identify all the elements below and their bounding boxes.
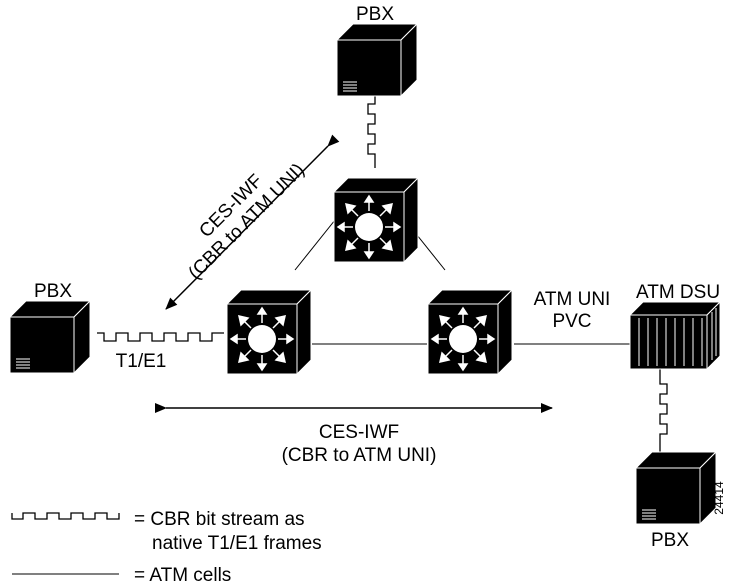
legend-cbr-line1: = CBR bit stream as bbox=[134, 509, 305, 530]
ces-diagonal-label: CES-IWF (CBR to ATM UNI) bbox=[185, 160, 309, 284]
legend-atm-cells: = ATM cells bbox=[134, 565, 231, 586]
ces-horiz-line1: CES-IWF bbox=[319, 422, 399, 443]
link-top-left bbox=[294, 219, 336, 271]
pbx-bottom-label: PBX bbox=[651, 530, 689, 551]
atm-switch-top bbox=[333, 177, 419, 263]
atm-dsu-device bbox=[628, 300, 722, 371]
ces-diagonal-arrow bbox=[165, 134, 340, 310]
ces-horiz-line2: (CBR to ATM UNI) bbox=[282, 445, 437, 466]
pbx-top-device bbox=[336, 23, 418, 97]
pbx-left-device bbox=[9, 300, 91, 374]
atm-switch-right bbox=[427, 289, 513, 375]
pbx-bottom-device bbox=[635, 451, 717, 525]
pbx-left-label: PBX bbox=[34, 281, 72, 302]
figure-id: 24414 bbox=[712, 481, 726, 515]
legend-cbr-line2: native T1/E1 frames bbox=[152, 533, 322, 554]
atm-dsu-label: ATM DSU bbox=[636, 282, 720, 303]
pvc-label: PVC bbox=[552, 311, 591, 332]
atm-switch-left bbox=[226, 289, 312, 375]
cbr-link-left bbox=[97, 332, 224, 342]
atm-uni-label: ATM UNI bbox=[534, 289, 611, 310]
t1e1-label: T1/E1 bbox=[116, 351, 167, 372]
pbx-top-label: PBX bbox=[356, 4, 394, 25]
legend-cbr-symbol bbox=[11, 512, 120, 520]
cbr-link-top bbox=[367, 96, 376, 168]
cbr-link-right bbox=[659, 369, 668, 452]
legend: = CBR bit stream as native T1/E1 frames … bbox=[11, 509, 322, 586]
